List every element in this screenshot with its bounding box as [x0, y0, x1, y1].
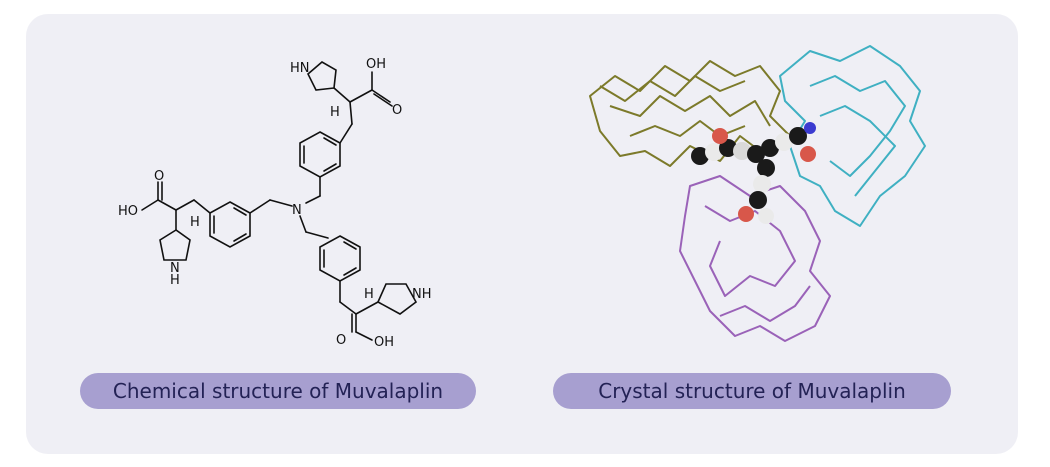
atom-h-left-ring: H	[170, 273, 180, 288]
atom-h-right: H	[364, 287, 374, 302]
atom-oh-top: OH	[366, 57, 386, 72]
caption-crystal-structure: Crystal structure of Muvalaplin	[553, 373, 951, 409]
atom-n-center: N	[292, 203, 302, 218]
atom-o-left: O	[154, 169, 164, 184]
chemical-structure-diagram: HN OH O H HO O H N N H H NH O OH	[118, 57, 432, 350]
crystal-structure-image	[589, 45, 926, 342]
atom-oh-bottom: OH	[374, 335, 394, 350]
caption-chemical-structure: Chemical structure of Muvalaplin	[80, 373, 476, 409]
atom-ho-left: HO	[118, 204, 138, 219]
atom-n-left-ring: N	[170, 261, 180, 276]
atom-h-top: H	[330, 105, 340, 120]
atom-o-top: O	[392, 103, 402, 118]
ligand-spacefill	[691, 122, 816, 224]
atom-o-bottom: O	[336, 333, 346, 348]
atom-h-left: H	[190, 215, 200, 230]
atom-hn-top: HN	[290, 61, 310, 76]
atom-nh-right: NH	[412, 287, 432, 302]
